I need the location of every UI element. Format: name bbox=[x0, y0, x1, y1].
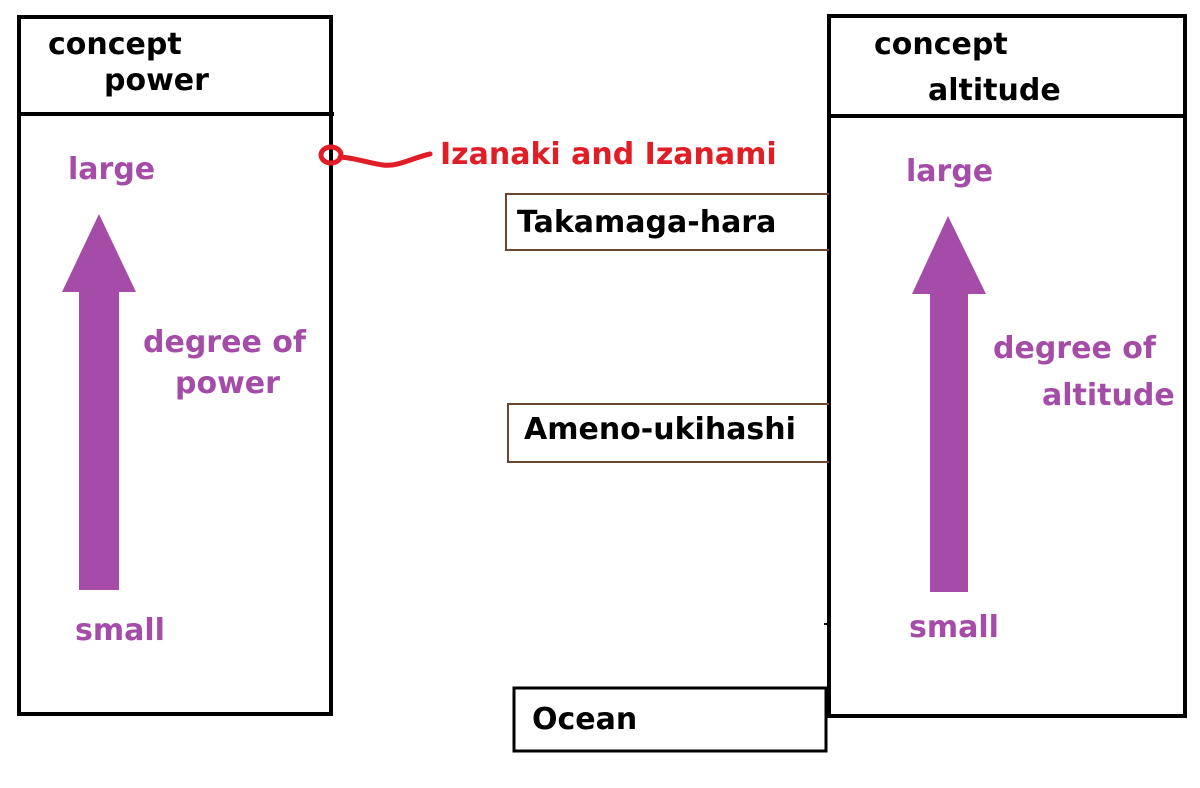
right-panel-frame bbox=[827, 14, 1187, 718]
right-header-line1: concept bbox=[874, 27, 1008, 62]
left-degree-label-line2: power bbox=[175, 366, 280, 401]
right-large-label: large bbox=[906, 154, 994, 189]
right-up-arrow bbox=[912, 216, 986, 592]
left-small-label: small bbox=[75, 613, 165, 648]
left-panel-frame bbox=[17, 15, 333, 716]
ocean-label: Ocean bbox=[532, 702, 638, 737]
right-small-label: small bbox=[909, 610, 999, 645]
right-degree-label-line2: altitude bbox=[1042, 378, 1175, 413]
left-large-label: large bbox=[68, 152, 156, 187]
left-header-line2: power bbox=[104, 63, 209, 98]
right-degree-label-line1: degree of bbox=[993, 331, 1156, 366]
left-degree-label-line1: degree of bbox=[143, 325, 306, 360]
left-up-arrow bbox=[62, 214, 136, 590]
ocean-box bbox=[512, 686, 828, 753]
takamaga-hara-label: Takamaga-hara bbox=[517, 205, 777, 240]
ameno-ukihashi-box bbox=[507, 403, 829, 463]
izanaki-izanami-label: Izanaki and Izanami bbox=[440, 137, 777, 172]
right-header-line2: altitude bbox=[928, 73, 1061, 108]
ameno-ukihashi-label: Ameno-ukihashi bbox=[524, 412, 796, 447]
takamaga-hara-box bbox=[505, 193, 829, 251]
annotation-squiggle bbox=[337, 151, 433, 168]
left-header-line1: concept bbox=[48, 27, 182, 62]
